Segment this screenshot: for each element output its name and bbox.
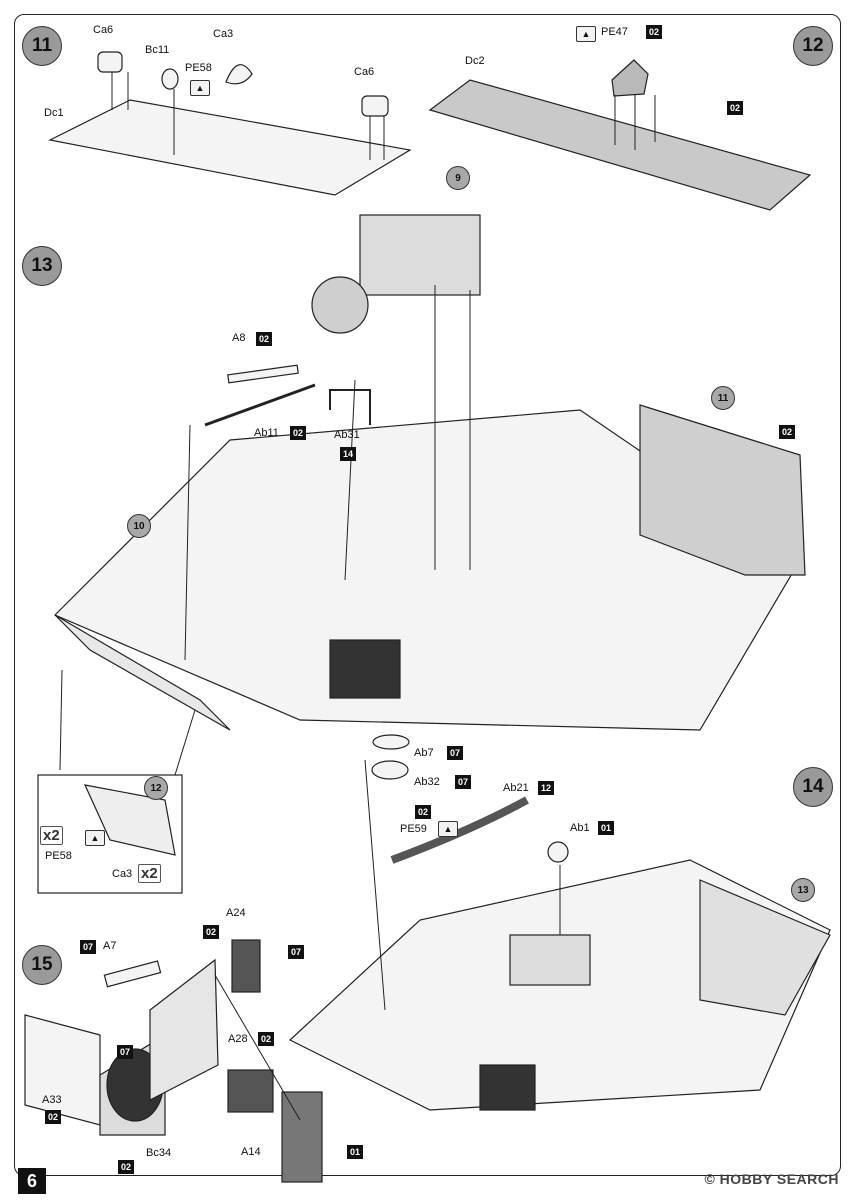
sub-ref-9: 9 (446, 166, 470, 190)
part-pe47 (611, 59, 649, 97)
label-bc34: Bc34 (146, 1147, 172, 1159)
batteries-14 (479, 1064, 536, 1111)
sheet-ab31: 14 (340, 447, 357, 461)
label-pe58-detail: PE58 (45, 850, 72, 862)
label-ab31: Ab31 (334, 429, 360, 441)
label-dc2: Dc2 (465, 55, 485, 67)
photo-etch-icon: ▲ (85, 830, 105, 846)
part-a28 (227, 1069, 274, 1113)
part-ca3 (225, 64, 253, 85)
panel-13-ref (699, 879, 831, 1016)
sheet-bc34-top: 07 (117, 1045, 134, 1059)
sheet-panel-11: 02 (779, 425, 796, 439)
radiator-frame (149, 958, 219, 1101)
hull-front-plate (54, 614, 231, 731)
label-a8: A8 (232, 332, 246, 344)
part-a14 (281, 1091, 323, 1183)
part-ca6-a (97, 51, 123, 73)
part-a24 (231, 939, 261, 993)
page-number: 6 (18, 1168, 46, 1194)
part-ab1 (547, 841, 569, 863)
sheet-a33: 02 (45, 1110, 62, 1124)
photo-etch-icon: ▲ (576, 26, 596, 42)
label-pe47: PE47 (601, 26, 628, 38)
part-a33 (24, 1014, 101, 1126)
sheet-ab1: 01 (598, 821, 615, 835)
photo-etch-icon: ▲ (190, 80, 210, 96)
part-ab11 (204, 383, 316, 427)
sheet-a28: 02 (258, 1032, 275, 1046)
label-ab32: Ab32 (414, 776, 440, 788)
batteries-13 (329, 639, 401, 699)
label-ca6-b: Ca6 (354, 66, 375, 78)
sheet-pe59: 02 (415, 805, 432, 819)
engine-9 (311, 214, 481, 334)
step-number-12: 12 (793, 26, 833, 66)
step-number-15: 15 (22, 945, 62, 985)
label-bc11: Bc11 (145, 44, 170, 56)
step-number-14: 14 (793, 767, 833, 807)
part-ca6-b (361, 95, 389, 117)
part-bc11 (161, 68, 179, 90)
label-a14: A14 (241, 1146, 261, 1158)
label-a7: A7 (103, 940, 117, 952)
part-a7 (103, 960, 162, 988)
panel-11 (639, 404, 806, 576)
label-ab11: Ab11 (254, 427, 279, 439)
sheet-pe47: 02 (646, 25, 663, 39)
label-ab21: Ab21 (503, 782, 529, 794)
sub-ref-12: 12 (144, 776, 168, 800)
sheet-a24: 02 (203, 925, 220, 939)
sheet-a14: 01 (347, 1145, 364, 1159)
multiplier-ca3: x2 (138, 864, 161, 883)
label-pe59: PE59 (400, 823, 427, 835)
sub-ref-10: 10 (127, 514, 151, 538)
part-ab21 (390, 796, 529, 864)
sheet-a7: 07 (80, 940, 97, 954)
sheet-bc34: 02 (118, 1160, 135, 1174)
sheet-ab21: 12 (538, 781, 555, 795)
label-ab7: Ab7 (414, 747, 434, 759)
sheet-ab32: 07 (455, 775, 472, 789)
label-dc1: Dc1 (44, 107, 64, 119)
sub-ref-11: 11 (711, 386, 735, 410)
plate-dc1 (48, 99, 412, 196)
part-ab31 (329, 389, 371, 425)
sheet-dc2: 02 (727, 101, 744, 115)
page-frame (14, 14, 841, 1176)
engine-14 (509, 934, 591, 986)
label-ca3: Ca3 (213, 28, 234, 40)
plate-dc2 (428, 79, 812, 211)
label-a24: A24 (226, 907, 246, 919)
label-ab1: Ab1 (570, 822, 590, 834)
label-ca3-detail: Ca3 (112, 868, 133, 880)
label-a33: A33 (42, 1094, 62, 1106)
step-number-11: 11 (22, 26, 62, 66)
sub-ref-13: 13 (791, 878, 815, 902)
photo-etch-icon: ▲ (438, 821, 458, 837)
sheet-ab7: 07 (447, 746, 464, 760)
part-ab7 (372, 734, 410, 750)
watermark: © HOBBY SEARCH (704, 1171, 839, 1187)
sheet-ab11: 02 (290, 426, 307, 440)
label-ca6-a: Ca6 (93, 24, 114, 36)
part-a8 (227, 364, 299, 384)
step-number-13: 13 (22, 246, 62, 286)
label-a28: A28 (228, 1033, 248, 1045)
label-pe58: PE58 (185, 62, 212, 74)
sheet-a24-side: 07 (288, 945, 305, 959)
part-ab32 (371, 760, 409, 780)
sheet-a8: 02 (256, 332, 273, 346)
multiplier-pe58: x2 (40, 826, 63, 845)
